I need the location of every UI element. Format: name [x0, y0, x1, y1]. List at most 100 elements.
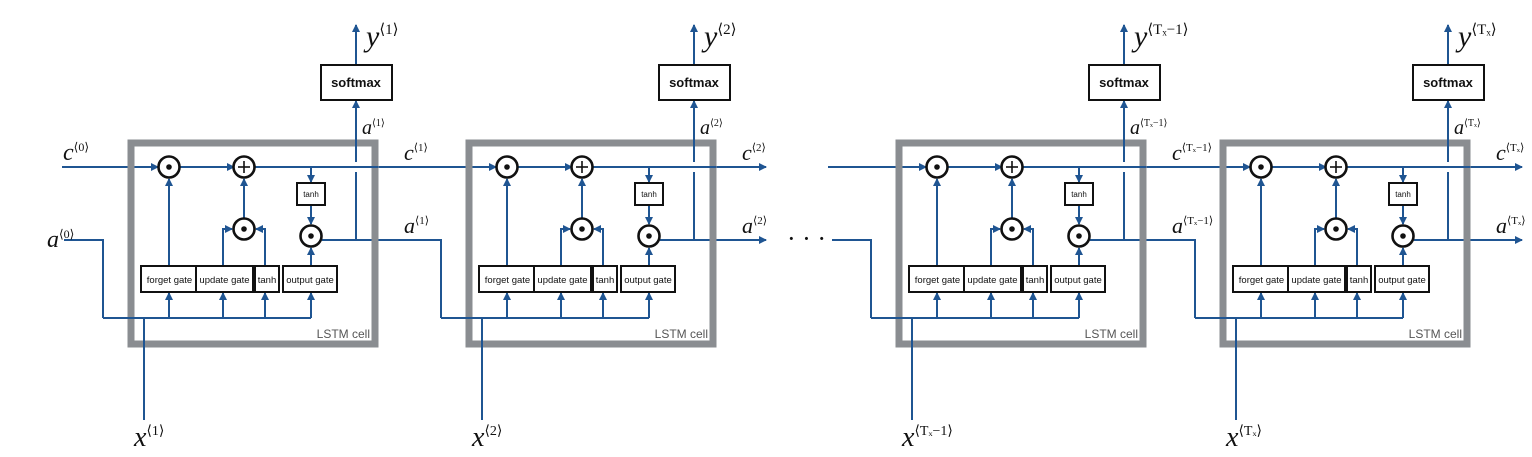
output-multiply-icon [1067, 224, 1091, 248]
softmax-label: softmax [1099, 75, 1150, 90]
c-output-label: c⟨Tₓ−1⟩ [1172, 140, 1212, 165]
a0-label: a⟨0⟩ [47, 227, 74, 253]
softmax-label: softmax [1423, 75, 1474, 90]
add-icon [1324, 155, 1348, 179]
y-output-label: y⟨2⟩ [701, 20, 737, 53]
cell-tanh-label: tanh [1395, 190, 1411, 199]
output-gate-box [282, 265, 338, 293]
cell-border [465, 139, 717, 348]
a-output-label: a⟨2⟩ [742, 213, 767, 238]
softmax-box [320, 64, 393, 101]
update-gate-box [1287, 265, 1346, 293]
cell-tanh-box [296, 182, 326, 206]
connector-ellipsis-3 [828, 163, 927, 318]
output-gate-box [1374, 265, 1430, 293]
forget-multiply-icon [157, 155, 181, 179]
c-output-label: c⟨1⟩ [404, 140, 428, 165]
x-input-label: x⟨1⟩ [133, 422, 164, 453]
softmax-box [1412, 64, 1485, 101]
update-gate-label: update gate [537, 275, 587, 286]
forget-gate-box [478, 265, 537, 293]
tanh-gate-box [1346, 265, 1372, 293]
softmax-box [658, 64, 731, 101]
update-multiply-icon [1324, 217, 1348, 241]
cell-border [1219, 139, 1471, 348]
tanh-gate-box [1022, 265, 1048, 293]
update-gate-label: update gate [199, 275, 249, 286]
ellipsis: · · · [787, 224, 826, 253]
forget-gate-box [908, 265, 967, 293]
y-output-label: y⟨1⟩ [363, 20, 399, 53]
c0-label: c⟨0⟩ [63, 140, 89, 166]
forget-multiply-icon [925, 155, 949, 179]
x-input-label: x⟨Tₓ⟩ [1225, 422, 1262, 453]
a-up-label: a⟨2⟩ [700, 117, 723, 139]
tanh-gate-label: tanh [1350, 275, 1369, 286]
tanh-gate-box [254, 265, 280, 293]
update-gate-label: update gate [967, 275, 1017, 286]
cell-tanh-label: tanh [641, 190, 657, 199]
x-input-label: x⟨2⟩ [471, 422, 502, 453]
update-gate-label: update gate [1291, 275, 1341, 286]
add-icon [232, 155, 256, 179]
update-multiply-icon [570, 217, 594, 241]
softmax-label: softmax [669, 75, 720, 90]
forget-gate-label: forget gate [485, 275, 530, 286]
output-gate-box [1050, 265, 1106, 293]
forget-gate-box [1232, 265, 1291, 293]
c-output-label: c⟨2⟩ [742, 140, 766, 165]
cell-tanh-box [634, 182, 664, 206]
y-output-label: y⟨Tₓ−1⟩ [1131, 20, 1189, 53]
cell-tanh-label: tanh [303, 190, 319, 199]
forget-gate-label: forget gate [147, 275, 192, 286]
forget-gate-box [140, 265, 199, 293]
cell-tanh-box [1064, 182, 1094, 206]
output-gate-label: output gate [286, 275, 334, 286]
x-input-label: x⟨Tₓ−1⟩ [901, 422, 953, 453]
output-multiply-icon [1391, 224, 1415, 248]
add-icon [570, 155, 594, 179]
output-gate-label: output gate [1054, 275, 1102, 286]
forget-multiply-icon [1249, 155, 1273, 179]
softmax-label: softmax [331, 75, 382, 90]
cell-border [895, 139, 1147, 348]
a-output-label: a⟨Tₓ−1⟩ [1172, 213, 1213, 238]
c-output-label: c⟨Tₓ⟩ [1496, 140, 1524, 165]
output-multiply-icon [299, 224, 323, 248]
cell-tanh-box [1388, 182, 1418, 206]
cell-label: LSTM cell [655, 327, 708, 341]
output-multiply-icon [637, 224, 661, 248]
cell-label: LSTM cell [1409, 327, 1462, 341]
initial-c-input: c⟨0⟩ [62, 140, 159, 171]
a-output-label: a⟨Tₓ⟩ [1496, 213, 1526, 238]
update-multiply-icon [1000, 217, 1024, 241]
cell-label: LSTM cell [1085, 327, 1138, 341]
update-multiply-icon [232, 217, 256, 241]
tanh-gate-label: tanh [596, 275, 615, 286]
forget-multiply-icon [495, 155, 519, 179]
softmax-box [1088, 64, 1161, 101]
forget-gate-label: forget gate [915, 275, 960, 286]
output-gate-label: output gate [624, 275, 672, 286]
a-up-label: a⟨1⟩ [362, 117, 385, 139]
forget-gate-label: forget gate [1239, 275, 1284, 286]
output-gate-box [620, 265, 676, 293]
a-up-label: a⟨Tₓ−1⟩ [1130, 117, 1168, 139]
connector-2-ellipsis [694, 163, 767, 244]
tanh-gate-box [592, 265, 618, 293]
final-outputs [1448, 163, 1523, 244]
update-gate-box [195, 265, 254, 293]
connector-3-4 [1124, 163, 1251, 318]
tanh-gate-label: tanh [258, 275, 277, 286]
initial-a-input: a⟨0⟩ [47, 227, 104, 318]
a-output-label: a⟨1⟩ [404, 213, 429, 238]
connector-1-2 [356, 163, 497, 318]
add-icon [1000, 155, 1024, 179]
tanh-gate-label: tanh [1026, 275, 1045, 286]
cell-tanh-label: tanh [1071, 190, 1087, 199]
